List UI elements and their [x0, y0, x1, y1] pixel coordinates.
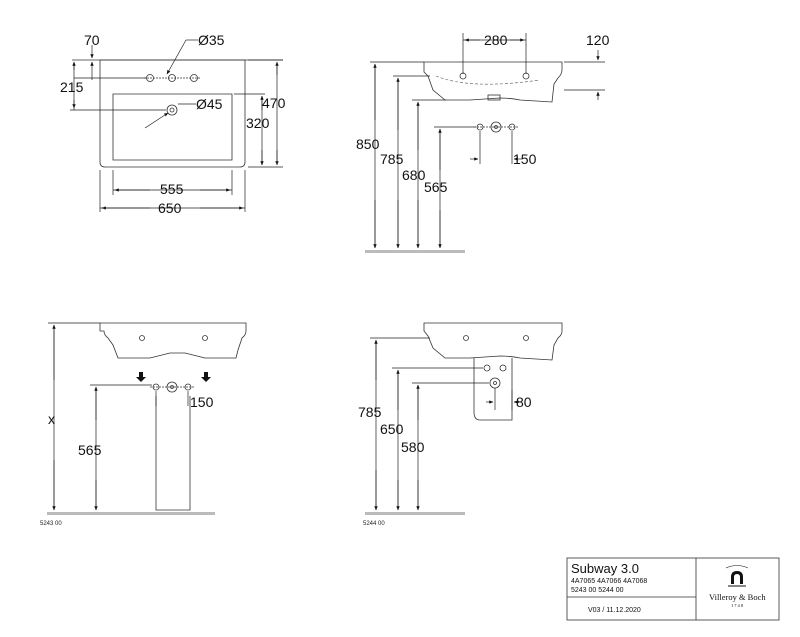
dim-x: x [48, 411, 55, 427]
revision-date: V03 / 11.12.2020 [588, 607, 641, 614]
title-block: Subway 3.0 4A7065 4A7066 4A7068 5243 00 … [566, 557, 780, 621]
dim-850: 850 [356, 136, 380, 152]
dim-785: 785 [380, 151, 404, 167]
dim-470: 470 [262, 95, 286, 111]
top-view: 70 Ø35 215 Ø45 470 320 555 650 [60, 32, 286, 216]
brand-logo-icon [725, 565, 749, 587]
dim-785: 785 [358, 404, 382, 420]
dim-diameter-35: Ø35 [198, 32, 225, 48]
article-codes-1: 4A7065 4A7066 4A7068 [571, 578, 647, 585]
dim-580: 580 [401, 439, 425, 455]
semi-pedestal-view: 785 650 580 80 5244 00 [358, 322, 563, 527]
dim-120: 120 [586, 32, 610, 48]
dim-150: 150 [513, 151, 537, 167]
dim-70: 70 [84, 32, 100, 48]
dim-565: 565 [424, 179, 448, 195]
dim-555: 555 [160, 181, 184, 197]
dim-650: 650 [380, 421, 404, 437]
dim-80: 80 [516, 394, 532, 410]
dim-150: 150 [190, 394, 214, 410]
article-codes-2: 5243 00 5244 00 [571, 587, 624, 594]
dim-320: 320 [246, 115, 270, 131]
dim-680: 680 [402, 167, 426, 183]
product-title: Subway 3.0 [571, 561, 639, 576]
pedestal-view: x 565 150 5243 00 [40, 322, 247, 527]
dim-diameter-45: Ø45 [196, 96, 223, 112]
dim-650: 650 [158, 200, 182, 216]
dim-565: 565 [78, 442, 102, 458]
semi-pedestal-code: 5244 00 [363, 521, 385, 527]
dim-280: 280 [484, 32, 508, 48]
brand-year: 1748 [731, 603, 744, 608]
pedestal-code: 5243 00 [40, 521, 62, 527]
dim-215: 215 [60, 79, 84, 95]
side-view: 280 120 850 785 680 565 150 [356, 32, 610, 253]
brand-name: Villeroy & Boch [709, 592, 766, 602]
